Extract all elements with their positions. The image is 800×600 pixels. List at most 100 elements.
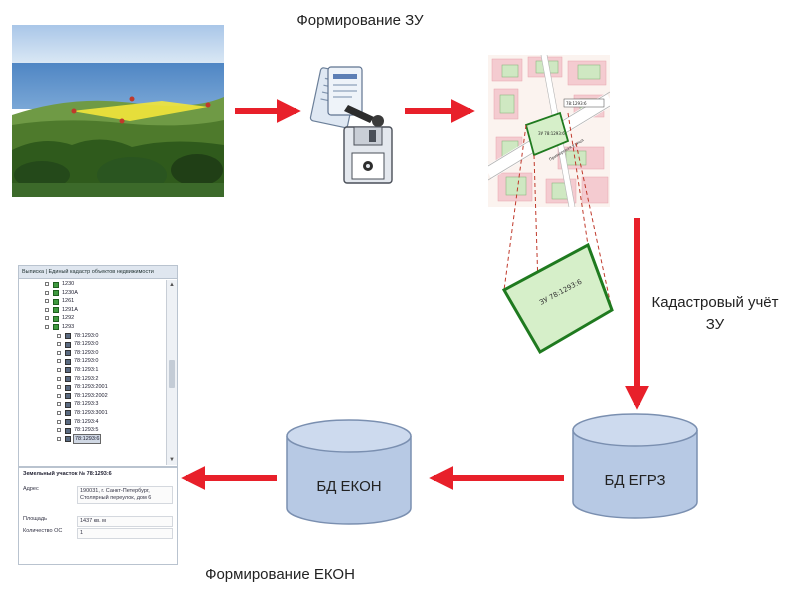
- parcel-icon: [65, 376, 71, 383]
- tree-item[interactable]: 1230: [19, 280, 165, 289]
- tree-item-label: 78:1293:2001: [74, 384, 108, 391]
- tree-item-label: 78:1293:4: [74, 418, 99, 425]
- expand-icon[interactable]: [45, 316, 49, 321]
- expand-icon[interactable]: [57, 428, 61, 433]
- tree-item-label: 78:1293:0: [74, 358, 99, 365]
- quarter-icon: [53, 281, 59, 288]
- quarter-icon: [53, 315, 59, 322]
- tree-item[interactable]: 78:1293:1: [19, 366, 165, 375]
- scroll-thumb[interactable]: [169, 360, 175, 388]
- info-field-key: Адрес: [23, 486, 39, 492]
- parcel-icon: [65, 333, 71, 340]
- parcel-icon: [65, 341, 71, 348]
- tree-item-label: 1291A: [62, 306, 78, 313]
- tree-item[interactable]: 78:1293:0: [19, 349, 165, 358]
- panel-divider: [19, 466, 177, 468]
- info-field: Адрес 190031, г. Санкт-Петербург, Столярн…: [23, 486, 175, 516]
- info-field-key: Площадь: [23, 516, 47, 522]
- parcel-icon: [65, 384, 71, 391]
- quarter-icon: [53, 324, 59, 331]
- documents-icon: [300, 65, 395, 187]
- expand-icon[interactable]: [57, 419, 61, 424]
- tree-item-label: 78:1293:0: [74, 349, 99, 356]
- tree-item-label: 78:1293:3: [74, 401, 99, 408]
- info-field-value[interactable]: 1437 кв. м: [77, 516, 173, 527]
- parcel-icon: [65, 410, 71, 417]
- parcel-icon: [65, 419, 71, 425]
- quarter-icon: [53, 290, 59, 297]
- landscape-photo: [12, 25, 224, 197]
- expand-icon[interactable]: [57, 359, 61, 364]
- map-parcel-label: ЗУ 78:1293:6: [538, 131, 565, 136]
- map-zoom-label: 78:1293:6: [566, 101, 587, 106]
- parcel-icon: [65, 401, 71, 408]
- expand-icon[interactable]: [45, 290, 49, 295]
- tree-item[interactable]: 78:1293:3001: [19, 409, 165, 418]
- info-field-value[interactable]: 190031, г. Санкт-Петербург, Столярный пе…: [77, 486, 173, 504]
- expand-icon[interactable]: [57, 350, 61, 355]
- tree-item[interactable]: 78:1293:5: [19, 426, 165, 435]
- expand-icon[interactable]: [57, 333, 61, 338]
- info-title: Земельный участок № 78:1293:6: [23, 471, 112, 477]
- tree-item[interactable]: 78:1293:4: [19, 418, 165, 427]
- expand-icon[interactable]: [45, 307, 49, 312]
- tree-item-label: 78:1293:5: [74, 427, 99, 434]
- tree-item[interactable]: 78:1293:2: [19, 375, 165, 384]
- label-formation-zu: Формирование ЗУ: [296, 12, 424, 29]
- tree-item[interactable]: 1293: [19, 323, 165, 332]
- info-field-value[interactable]: 1: [77, 528, 173, 539]
- tree-item[interactable]: 78:1293:6: [19, 433, 165, 445]
- expand-icon[interactable]: [57, 385, 61, 390]
- info-field: Количество ОС 1: [23, 528, 175, 542]
- tree-item-label: 78:1293:1: [74, 366, 99, 373]
- scroll-up-icon[interactable]: ▲: [169, 282, 175, 288]
- tree-item[interactable]: 1291A: [19, 306, 165, 315]
- tree-item-label: 78:1293:2002: [74, 392, 108, 399]
- tree-item-label: 78:1293:0: [74, 332, 99, 339]
- parcel-info: Адрес 190031, г. Санкт-Петербург, Столярн…: [23, 486, 175, 542]
- expand-icon[interactable]: [57, 376, 61, 381]
- parcel-icon: [65, 350, 71, 357]
- parcel-icon: [65, 427, 71, 434]
- cadastre-app-panel: Выписка | Единый кадастр объектов недвиж…: [18, 265, 178, 565]
- tree-item-label: 1293: [62, 323, 75, 330]
- expand-icon[interactable]: [57, 436, 61, 441]
- tree-item[interactable]: 1292: [19, 314, 165, 323]
- tree-item-label: 1261: [62, 298, 75, 305]
- expand-icon[interactable]: [57, 367, 61, 372]
- info-field: Площадь 1437 кв. м: [23, 516, 175, 528]
- zoomed-parcel: [501, 242, 614, 355]
- tree-item-label: 78:1293:0: [74, 341, 99, 348]
- tree-item[interactable]: 78:1293:0: [19, 332, 165, 341]
- tree-scrollbar[interactable]: ▲ ▼: [166, 280, 177, 465]
- label-cadastral-registration: Кадастровый учёт ЗУ: [651, 294, 779, 333]
- expand-icon[interactable]: [45, 299, 49, 304]
- tree-item[interactable]: 78:1293:0: [19, 357, 165, 366]
- expand-icon[interactable]: [45, 324, 49, 329]
- expand-icon[interactable]: [57, 342, 61, 347]
- parcel-icon: [65, 393, 71, 400]
- tree-item[interactable]: 1230A: [19, 289, 165, 298]
- scroll-down-icon[interactable]: ▼: [169, 457, 175, 463]
- tree-item-label: 78:1293:2: [74, 375, 99, 382]
- database-ekon: БД ЕКОН: [285, 418, 413, 528]
- tree-item[interactable]: 78:1293:0: [19, 340, 165, 349]
- parcel-icon: [65, 358, 71, 365]
- info-field-key: Количество ОС: [23, 528, 63, 534]
- expand-icon[interactable]: [57, 393, 61, 398]
- tree-item[interactable]: 78:1293:2001: [19, 383, 165, 392]
- tree-item[interactable]: 1261: [19, 297, 165, 306]
- expand-icon[interactable]: [57, 402, 61, 407]
- tree-item[interactable]: 78:1293:3: [19, 400, 165, 409]
- tree-item[interactable]: 78:1293:2002: [19, 392, 165, 401]
- tree-item-label: 78:1293:3001: [74, 409, 108, 416]
- parcel-icon: [65, 367, 71, 374]
- panel-title: Выписка | Единый кадастр объектов недвиж…: [19, 266, 177, 279]
- tree-item-label: 1230A: [62, 289, 78, 296]
- tree-item-label: 1292: [62, 315, 75, 322]
- expand-icon[interactable]: [45, 282, 49, 286]
- database-ekon-label: БД ЕКОН: [316, 478, 382, 495]
- expand-icon[interactable]: [57, 410, 61, 415]
- tree-item-label: 78:1293:6: [72, 433, 102, 445]
